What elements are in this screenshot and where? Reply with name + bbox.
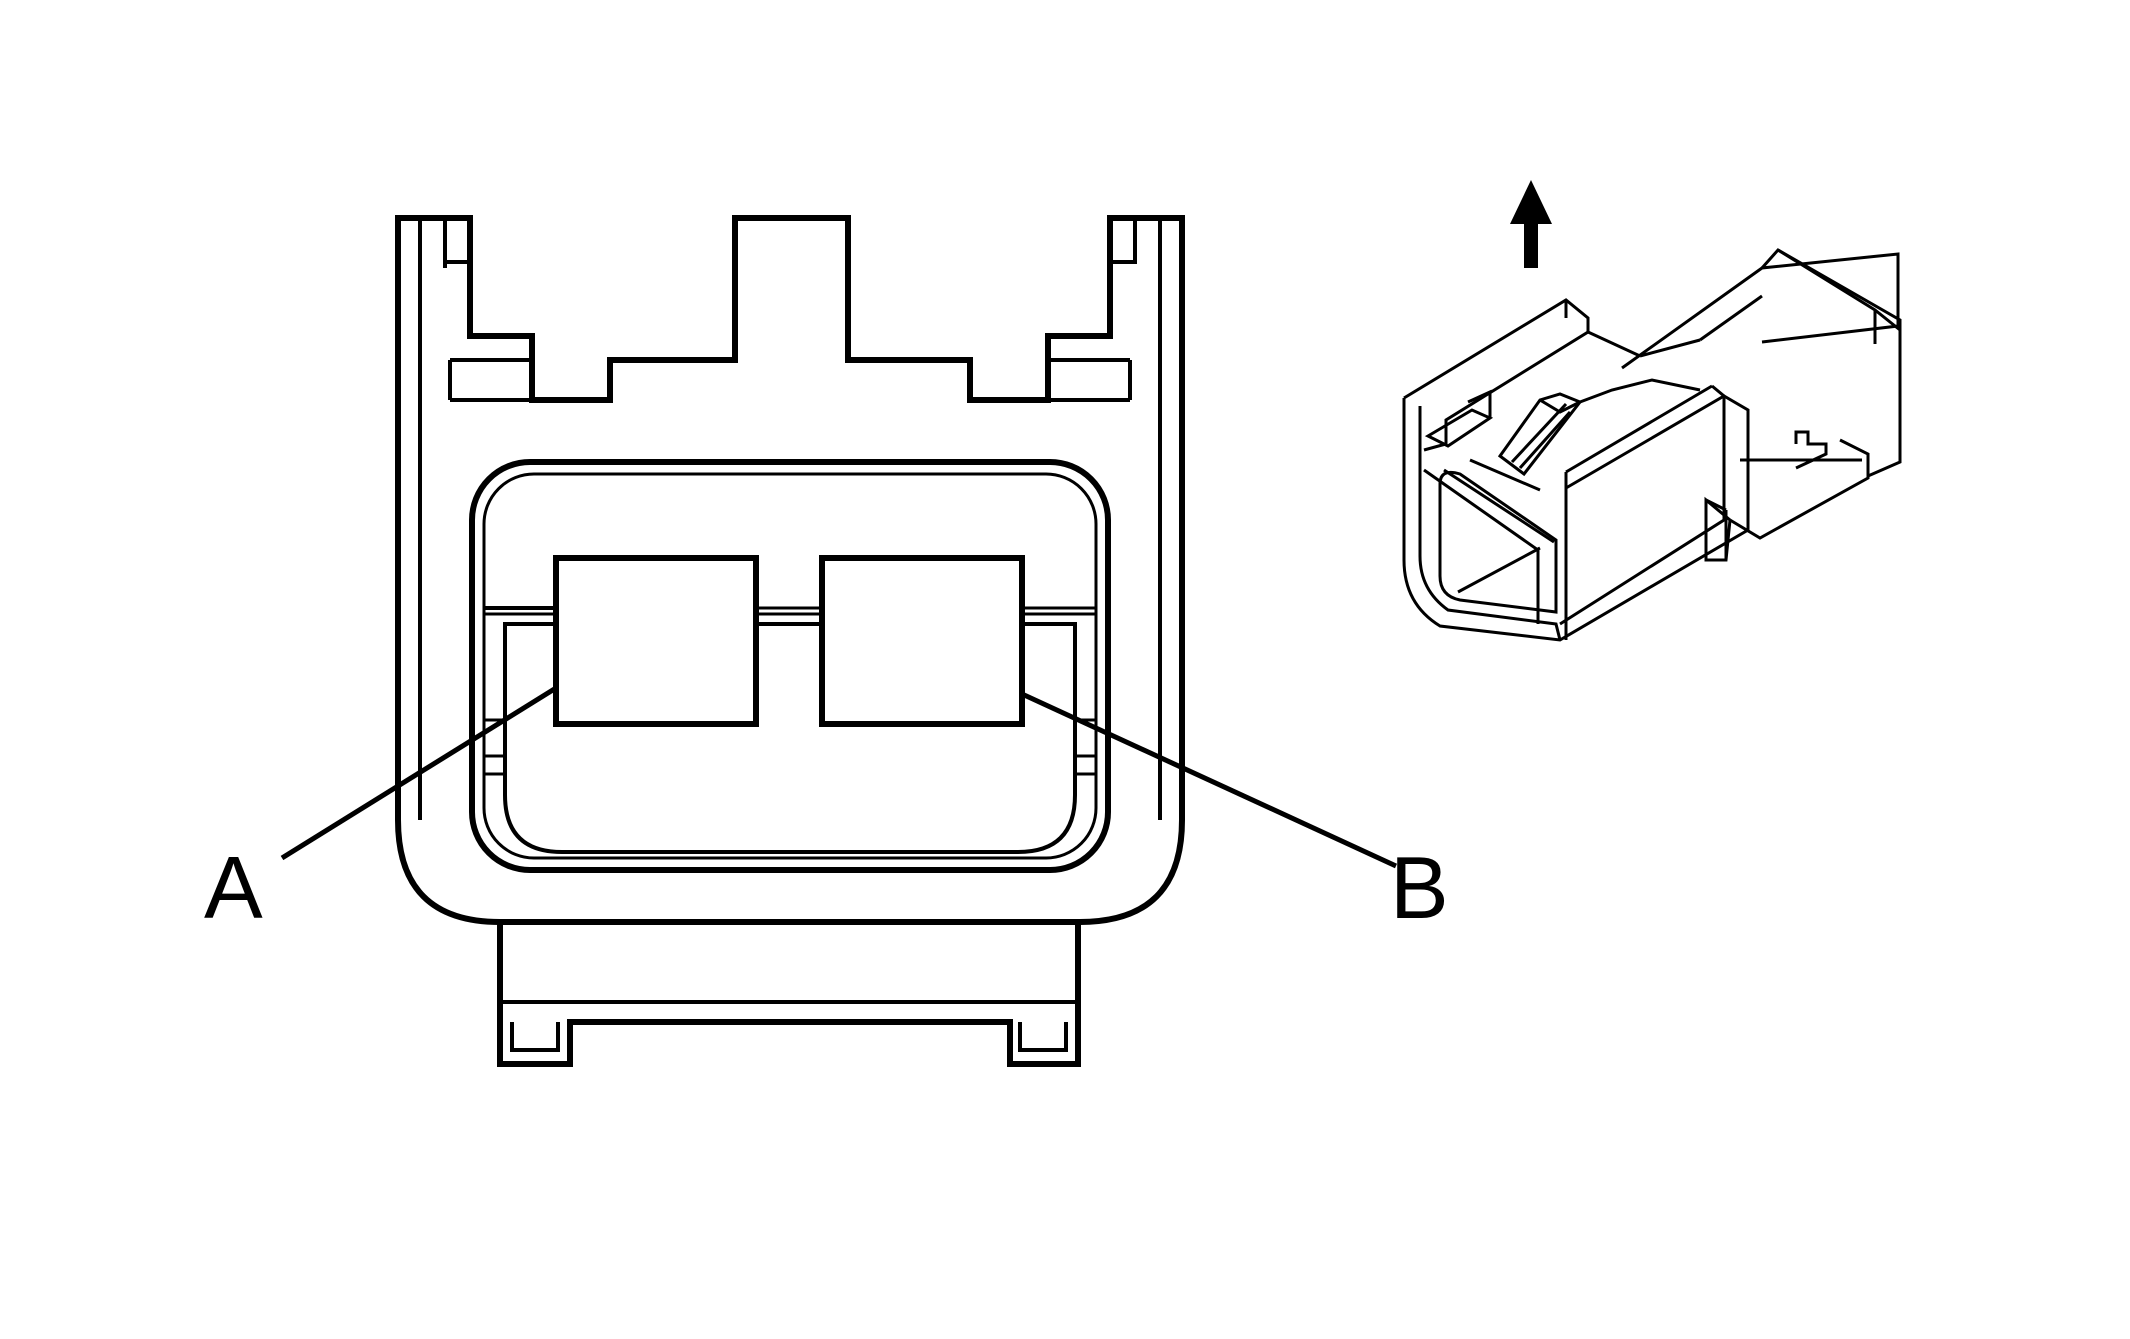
terminal-cavity-outer (469, 459, 1111, 873)
terminal-b (819, 555, 1025, 727)
terminal-a (553, 555, 759, 727)
up-arrow-icon (1510, 180, 1552, 268)
terminal-a-label: A (204, 838, 263, 937)
housing-base (497, 922, 1081, 1067)
terminal-cavity-inner (482, 472, 1098, 860)
connector-isometric-view (1402, 248, 1902, 642)
connector-front-view (280, 215, 1398, 1067)
terminal-b-label: B (1390, 838, 1449, 937)
leader-line-b (1020, 691, 1398, 869)
leader-line-a (280, 685, 558, 861)
housing-outline (395, 215, 1185, 925)
